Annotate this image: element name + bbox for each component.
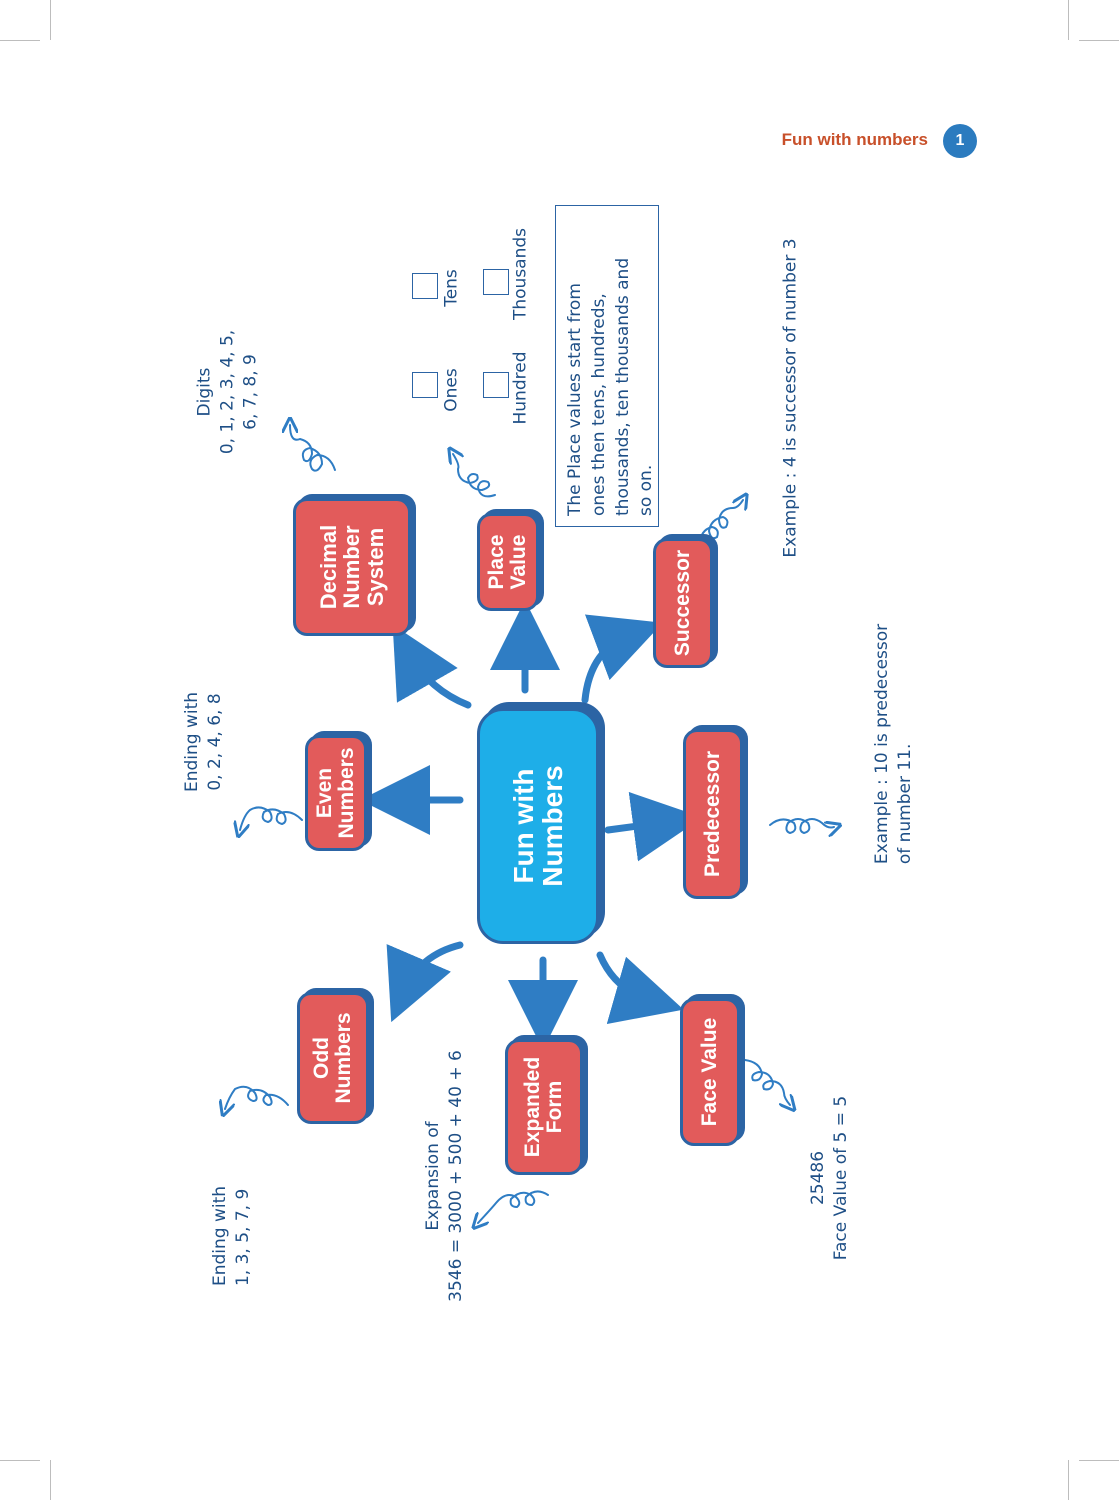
place-value-box-tens <box>412 273 438 299</box>
crop-mark <box>0 1460 40 1461</box>
label-ones: Ones <box>441 368 462 412</box>
squiggle-predecessor <box>769 818 834 833</box>
node-place-value: Place Value <box>477 513 539 611</box>
label-tens: Tens <box>441 269 462 307</box>
node-even-numbers: Even Numbers <box>305 735 367 851</box>
squiggle-expanded <box>478 1190 549 1223</box>
note-odd-ending: Ending with 1, 3, 5, 7, 9 <box>209 1186 255 1286</box>
node-place-value-line1: Place <box>484 534 508 590</box>
node-face-value-label: Face Value <box>697 1017 721 1127</box>
node-successor-label: Successor <box>670 549 694 657</box>
note-digits: Digits 0, 1, 2, 3, 4, 5, 6, 7, 8, 9 <box>194 330 263 454</box>
crop-mark <box>0 40 40 41</box>
center-node-fun-with-numbers: Fun with Numbers <box>477 708 599 944</box>
place-value-box-ones <box>412 372 438 398</box>
squiggle-even <box>240 806 303 830</box>
crop-mark <box>1079 40 1119 41</box>
squiggle-place-value <box>453 454 496 498</box>
node-decimal-line2: Number <box>339 525 365 609</box>
label-thousands: Thousands <box>510 227 531 321</box>
pv-text-line3: thousands, ten thousands and <box>612 257 633 516</box>
page-number-badge: 1 <box>943 124 977 158</box>
pv-text-line1: The Place values start from <box>565 283 585 516</box>
arrow-to-face-value <box>596 951 684 1025</box>
node-successor: Successor <box>653 538 713 668</box>
note-face-line1: 25486 <box>808 1150 829 1206</box>
note-digits-line3: 6, 7, 8, 9 <box>240 354 261 430</box>
squiggle-successor <box>699 500 743 546</box>
node-expanded-form: Expanded Form <box>505 1039 583 1175</box>
note-digits-line2: 0, 1, 2, 3, 4, 5, <box>217 329 238 455</box>
center-line1: Fun with <box>507 768 539 884</box>
note-even-line2: 0, 2, 4, 6, 8 <box>205 693 225 791</box>
node-decimal-line3: System <box>362 527 388 607</box>
place-value-box-thousands <box>483 269 509 295</box>
node-odd-line2: Numbers <box>332 1012 355 1104</box>
node-face-value: Face Value <box>680 998 740 1146</box>
note-odd-line1: Ending with <box>210 1185 231 1287</box>
node-expanded-line2: Form <box>543 1080 566 1134</box>
header-title: Fun with numbers <box>781 130 928 149</box>
arrow-to-decimal <box>392 624 472 709</box>
note-predecessor-example: Example : 10 is predecessor of number 11… <box>871 624 917 864</box>
note-even-ending: Ending with 0, 2, 4, 6, 8 <box>181 692 227 792</box>
arrow-to-odd <box>386 941 464 1023</box>
note-expansion: Expansion of 3546 = 3000 + 500 + 40 + 6 <box>422 1050 468 1302</box>
center-line2: Numbers <box>537 765 568 887</box>
node-predecessor-label: Predecessor <box>700 750 724 878</box>
note-odd-line2: 1, 3, 5, 7, 9 <box>233 1188 253 1287</box>
pv-text-line4: so on. <box>636 464 657 516</box>
squiggle-odd <box>225 1085 289 1109</box>
note-predecessor-line1: Example : 10 is predecessor <box>872 623 893 865</box>
note-face-value-example: 25486 Face Value of 5 = 5 <box>807 1096 853 1260</box>
node-expanded-line1: Expanded <box>520 1056 544 1158</box>
crop-mark <box>50 1460 51 1500</box>
node-even-line2: Numbers <box>335 747 358 839</box>
note-successor-example: Example : 4 is successor of number 3 <box>780 238 801 558</box>
note-face-line2: Face Value of 5 = 5 <box>831 1095 851 1261</box>
note-digits-line1: Digits <box>194 367 215 417</box>
node-place-value-line2: Value <box>507 534 530 590</box>
arrow-to-successor <box>581 614 663 704</box>
squiggle-decimal <box>290 425 336 472</box>
pv-text-line2: ones then tens, hundreds, <box>588 293 609 516</box>
label-hundred: Hundred <box>510 351 531 425</box>
crop-mark <box>1068 1460 1069 1500</box>
crop-mark <box>1068 0 1069 40</box>
node-decimal-line1: Decimal <box>316 524 342 610</box>
place-value-description-box: The Place values start from ones then te… <box>555 205 659 527</box>
squiggle-face-value <box>744 1059 790 1105</box>
node-odd-line1: Odd <box>309 1037 333 1079</box>
note-predecessor-line2: of number 11. <box>895 743 915 865</box>
place-value-box-hundred <box>483 372 509 398</box>
node-even-line1: Even <box>312 767 336 819</box>
note-expansion-line2: 3546 = 3000 + 500 + 40 + 6 <box>446 1050 466 1302</box>
arrow-to-predecessor <box>604 791 703 862</box>
crop-mark <box>50 0 51 40</box>
node-predecessor: Predecessor <box>683 729 743 899</box>
node-decimal-number-system: Decimal Number System <box>293 498 411 636</box>
node-odd-numbers: Odd Numbers <box>297 992 369 1124</box>
note-even-line1: Ending with <box>182 691 203 793</box>
crop-mark <box>1079 1460 1119 1461</box>
note-expansion-line1: Expansion of <box>423 1121 444 1231</box>
